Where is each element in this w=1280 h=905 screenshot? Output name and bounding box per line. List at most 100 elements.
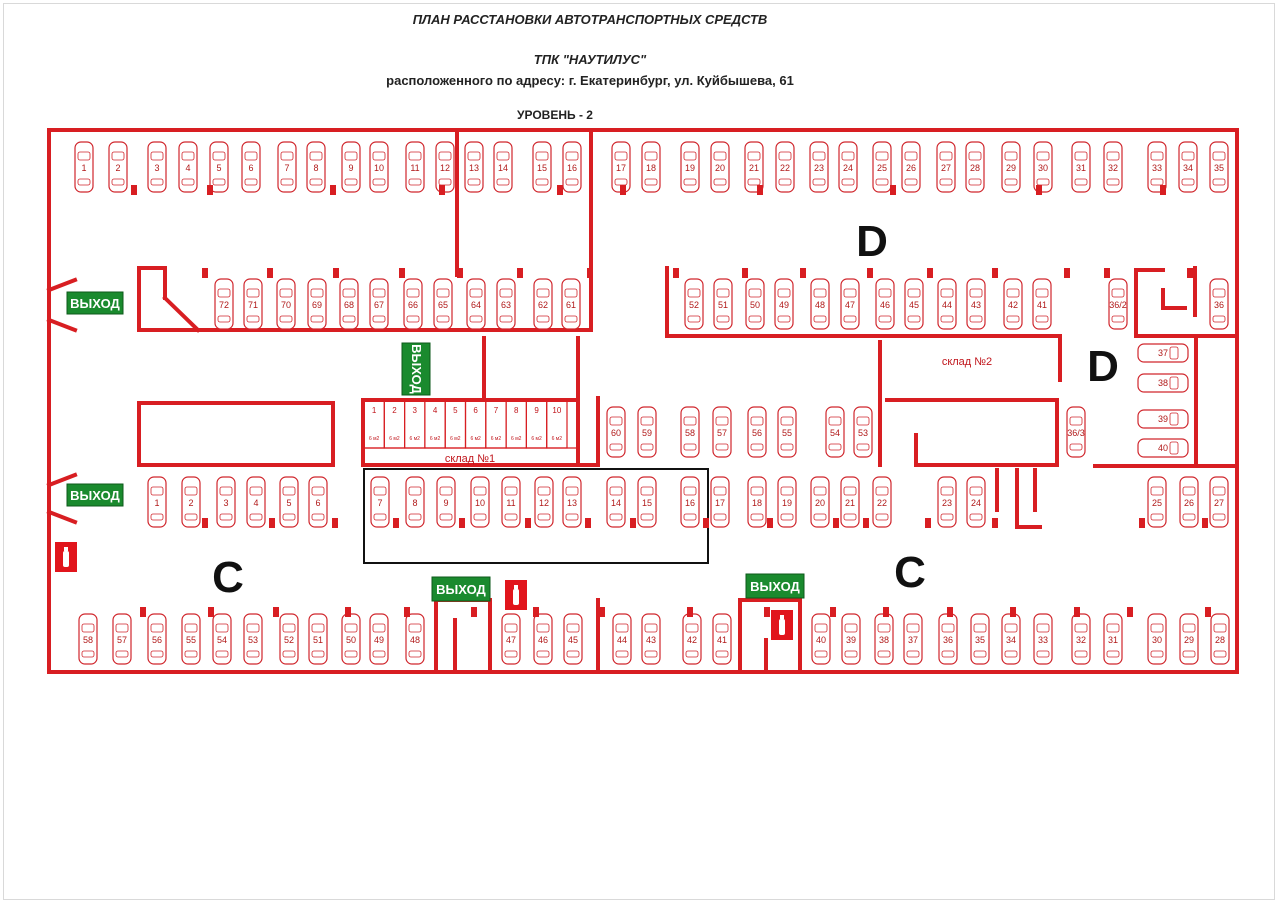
- parking-space-number: 32: [1108, 163, 1118, 173]
- parking-space: 16: [680, 476, 700, 528]
- parking-space-number: 48: [815, 300, 825, 310]
- parking-space-number: 41: [717, 635, 727, 645]
- car-windshield: [566, 623, 580, 633]
- parking-space: 7: [370, 476, 390, 528]
- car-icon: [341, 141, 361, 193]
- parking-space-number: 60: [611, 428, 621, 438]
- parking-space-number: 24: [843, 163, 853, 173]
- storage-two-label: склад №2: [942, 356, 992, 368]
- car-windshield: [814, 623, 828, 633]
- car-icon: [745, 278, 765, 330]
- car-icon: [809, 141, 829, 193]
- car-rear-window: [1036, 650, 1050, 658]
- car-rear-window: [968, 178, 982, 186]
- car-windshield: [750, 416, 764, 426]
- parking-space: 43: [966, 278, 986, 330]
- parking-space-number: 30: [1038, 163, 1048, 173]
- parking-space: 26: [1179, 476, 1199, 528]
- car-icon: [747, 476, 767, 528]
- parking-space: 58: [78, 613, 98, 665]
- car-rear-window: [1074, 650, 1088, 658]
- car-rear-window: [181, 178, 195, 186]
- car-windshield: [1181, 151, 1195, 161]
- car-rear-window: [716, 315, 730, 323]
- car-windshield: [748, 288, 762, 298]
- parking-space: 27: [1209, 476, 1229, 528]
- parking-space-number: 15: [642, 498, 652, 508]
- car-windshield: [1069, 416, 1083, 426]
- parking-space-number: 57: [117, 635, 127, 645]
- car-windshield: [1212, 151, 1226, 161]
- extinguisher-valve: [514, 585, 518, 589]
- car-windshield: [1182, 486, 1196, 496]
- exit-sign-bg: [745, 573, 805, 599]
- parking-space-number: 12: [539, 498, 549, 508]
- parking-space-number: 6: [315, 498, 320, 508]
- highlight-box: [363, 468, 709, 564]
- parking-space: 19: [777, 476, 797, 528]
- parking-space: 23: [937, 476, 957, 528]
- parking-space: 10: [369, 141, 389, 193]
- parking-space-number: 9: [348, 163, 353, 173]
- car-icon: [903, 613, 923, 665]
- parking-space-number: 18: [752, 498, 762, 508]
- parking-space: 68: [339, 278, 359, 330]
- parking-space-number: 23: [814, 163, 824, 173]
- parking-space-number: 54: [830, 428, 840, 438]
- parking-space-number: 14: [498, 163, 508, 173]
- page-frame: [3, 3, 1275, 900]
- car-rear-window: [828, 443, 842, 451]
- space-marker: [457, 268, 463, 278]
- car-windshield: [1212, 486, 1226, 496]
- parking-space-number: 39: [846, 635, 856, 645]
- car-rear-window: [537, 513, 551, 521]
- car-windshield: [246, 288, 260, 298]
- parking-space: 33: [1033, 613, 1053, 665]
- parking-space-number: 50: [750, 300, 760, 310]
- car-icon: [279, 476, 299, 528]
- parking-space: 31: [1071, 141, 1091, 193]
- car-windshield: [373, 486, 387, 496]
- car-windshield: [1169, 412, 1179, 426]
- car-windshield: [640, 486, 654, 496]
- car-rear-window: [715, 650, 729, 658]
- car-icon: [212, 613, 232, 665]
- exit-sign-label: ВЫХОД: [409, 344, 424, 394]
- space-marker: [1202, 518, 1208, 528]
- car-rear-window: [246, 315, 260, 323]
- car-icon: [307, 278, 327, 330]
- parking-space: 50: [745, 278, 765, 330]
- parking-space-number: 22: [780, 163, 790, 173]
- parking-space-number: 53: [248, 635, 258, 645]
- car-rear-window: [777, 315, 791, 323]
- car-icon: [641, 613, 661, 665]
- car-icon: [1103, 613, 1123, 665]
- car-rear-window: [212, 178, 226, 186]
- parking-space-number: 13: [567, 498, 577, 508]
- parking-space-number: 17: [715, 498, 725, 508]
- parking-space: 72: [214, 278, 234, 330]
- car-windshield: [372, 288, 386, 298]
- car-icon: [744, 141, 764, 193]
- car-windshield: [217, 288, 231, 298]
- parking-space: 39: [1137, 409, 1189, 429]
- car-windshield: [1169, 441, 1179, 455]
- car-windshield: [747, 151, 761, 161]
- space-marker: [830, 607, 836, 617]
- parking-space: 54: [825, 406, 845, 458]
- parking-space-number: 28: [1215, 635, 1225, 645]
- parking-space: 14: [493, 141, 513, 193]
- parking-space: 33: [1147, 141, 1167, 193]
- car-rear-window: [713, 178, 727, 186]
- car-windshield: [843, 288, 857, 298]
- parking-space: 11: [501, 476, 521, 528]
- car-icon: [470, 476, 490, 528]
- car-rear-window: [408, 513, 422, 521]
- car-rear-window: [372, 650, 386, 658]
- car-windshield: [406, 288, 420, 298]
- car-windshield: [408, 151, 422, 161]
- parking-space-number: 6: [248, 163, 253, 173]
- car-rear-window: [217, 315, 231, 323]
- space-marker: [330, 185, 336, 195]
